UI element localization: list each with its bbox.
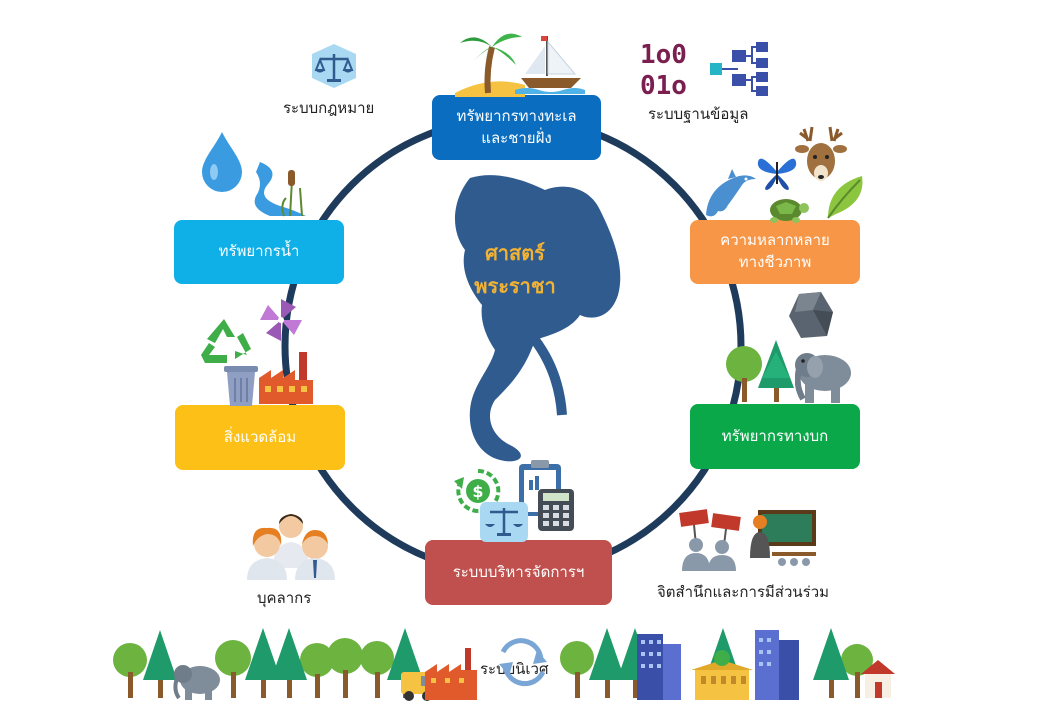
box-biodiversity-line2: ทางชีวภาพ [738,253,812,271]
palm-tree-icon [455,33,525,97]
binary-digits: 1o0 01o [640,40,687,102]
box-biodiversity: ความหลากหลาย ทางชีวภาพ [690,220,860,284]
label-personnel: บุคลากร [257,589,312,607]
turtle-icon [770,199,809,223]
elephant-icon [795,353,851,403]
recycle-arrows-icon [499,638,547,687]
recycle-icon [201,319,251,363]
box-biodiversity-line1: ความหลากหลาย [720,231,830,250]
management-scale-icon [480,502,528,542]
tree-round-icon [113,643,147,698]
box-water: ทรัพยากรน้ำ [174,220,344,284]
small-factory-icon [425,648,477,700]
box-environment-label: สิ่งแวดล้อม [223,427,297,446]
trash-bin-icon [224,366,258,406]
binary-row2: 01o [640,71,687,102]
water-drop-icon [202,132,242,192]
dolphin-icon [706,169,756,217]
deer-icon [795,126,847,181]
classroom-icon [750,510,816,566]
pinwheel-icon [260,299,302,341]
label-ecosystem: ระบบนิเวศ [480,660,549,678]
label-law: ระบบกฎหมาย [283,99,375,117]
building-icon [637,630,799,700]
box-marine-line2: และชายฝั่ง [481,128,552,147]
binary-row1: 1o0 [640,40,687,70]
trees-icon [726,340,794,402]
svg-text:$: $ [472,482,483,501]
database-tree-icon [710,42,768,96]
scale-icon [312,44,356,88]
stream-icon [254,162,306,217]
box-land-label: ทรัพยากรทางบก [721,426,829,445]
box-management-label: ระบบบริหารจัดการฯ [452,562,585,581]
people-icon [247,514,335,580]
box-water-label: ทรัพยากรน้ำ [218,242,300,261]
box-marine-coastal: ทรัพยากรทางทะเล และชายฝั่ง [432,95,601,160]
box-environment: สิ่งแวดล้อม [175,405,345,470]
protest-icon [679,509,741,571]
calculator-icon [538,489,574,531]
label-database: ระบบฐานข้อมูล [648,105,749,123]
label-participation: จิตสำนึกและการมีส่วนร่วม [657,583,830,601]
house-icon [861,660,895,698]
ecosystem-strip [113,628,895,701]
leaf-icon [827,176,863,219]
box-management: ระบบบริหารจัดการฯ [425,540,612,605]
sailboat-icon [515,36,585,94]
box-marine-line1: ทรัพยากรทางทะเล [456,106,577,125]
rock-icon [789,292,833,338]
factory-icon [259,352,313,404]
tree-pine-icon [143,630,177,698]
thailand-map [454,175,621,462]
butterfly-icon [757,158,797,190]
center-title-line2: พระราชา [474,274,556,298]
small-elephant-icon [173,665,220,700]
government-building-icon [691,650,753,700]
center-title: ศาสตร์ พระราชา [470,237,560,303]
center-title-line1: ศาสตร์ [485,241,545,265]
box-land-resources: ทรัพยากรทางบก [690,404,860,469]
money-cycle-icon: $ [454,468,501,513]
